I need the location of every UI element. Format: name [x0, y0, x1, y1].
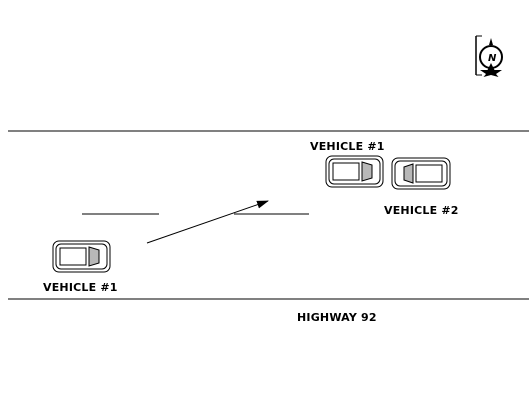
north-arrow-compass-icon: N	[475, 35, 503, 77]
travel-path-arrow	[146, 200, 269, 244]
vehicle-1-final-label: VEHICLE #1	[310, 140, 385, 153]
vehicle-1-final-car-icon	[325, 155, 384, 188]
compass-north-letter: N	[488, 53, 497, 64]
vehicle-2-car-icon	[391, 157, 451, 190]
vehicle-2-label: VEHICLE #2	[384, 204, 459, 217]
road-name-label: HIGHWAY 92	[297, 311, 377, 324]
vehicle-1-initial-label: VEHICLE #1	[43, 281, 118, 294]
vehicle-1-initial-car-icon	[52, 240, 111, 273]
